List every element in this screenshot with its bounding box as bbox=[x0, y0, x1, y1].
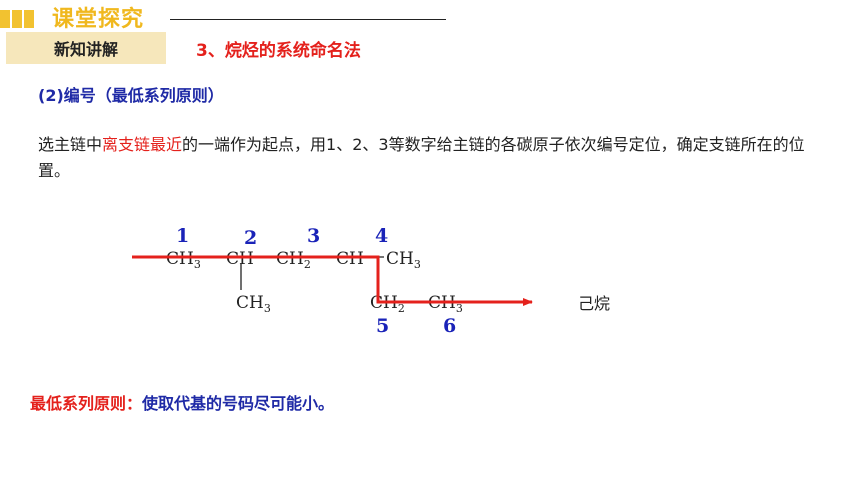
para-highlight: 离支链最近 bbox=[102, 135, 183, 154]
formula-groups: CH3 CH CH2 CH CH3 CH3 CH2 CH3 bbox=[166, 249, 463, 315]
group-c1: CH3 bbox=[166, 249, 201, 271]
decor-block-1 bbox=[0, 10, 10, 28]
decor-block-3 bbox=[24, 10, 34, 28]
para-pre: 选主链中 bbox=[38, 135, 103, 154]
group-c5: CH2 bbox=[370, 293, 405, 315]
page-title: 课堂探究 bbox=[52, 7, 145, 32]
carbon-number-1: 1 bbox=[176, 225, 189, 247]
carbon-number-2: 2 bbox=[244, 227, 257, 249]
group-c6: CH3 bbox=[428, 293, 463, 315]
section-tag-label: 新知讲解 bbox=[53, 40, 118, 59]
group-c3: CH2 bbox=[276, 249, 311, 271]
note-body: 使取代基的号码尽可能小。 bbox=[142, 394, 335, 413]
principle-note: 最低系列原则：使取代基的号码尽可能小。 bbox=[30, 390, 334, 414]
group-branch-methyl: CH3 bbox=[236, 293, 271, 315]
explanation-paragraph: 选主链中离支链最近的一端作为起点，用1、2、3等数字给主链的各碳原子依次编号定位… bbox=[38, 132, 830, 184]
sub-heading: (2)编号（最低系列原则） bbox=[38, 86, 224, 105]
section-heading: 3、烷烃的系统命名法 bbox=[196, 41, 361, 61]
main-chain-arrow bbox=[132, 255, 533, 306]
carbon-number-4: 4 bbox=[375, 225, 388, 247]
decor-block-2 bbox=[12, 10, 22, 28]
para-post: 的一端作为起点，用1、2、3等数字给主链的各碳原子依次编号定位，确定支链所在的位… bbox=[38, 135, 805, 180]
group-c4: CH bbox=[336, 249, 364, 269]
group-c2: CH bbox=[226, 249, 254, 269]
carbon-number-3: 3 bbox=[307, 225, 320, 247]
carbon-number-6: 6 bbox=[443, 315, 456, 337]
note-lead: 最低系列原则： bbox=[30, 394, 143, 413]
section-tag: 新知讲解 bbox=[6, 32, 166, 64]
title-underline bbox=[170, 19, 446, 20]
compound-name: 己烷 bbox=[578, 294, 610, 313]
carbon-number-5: 5 bbox=[376, 315, 389, 337]
group-terminal-ch3: CH3 bbox=[386, 249, 421, 271]
carbon-numbers: 1 2 3 4 5 6 bbox=[176, 225, 456, 337]
